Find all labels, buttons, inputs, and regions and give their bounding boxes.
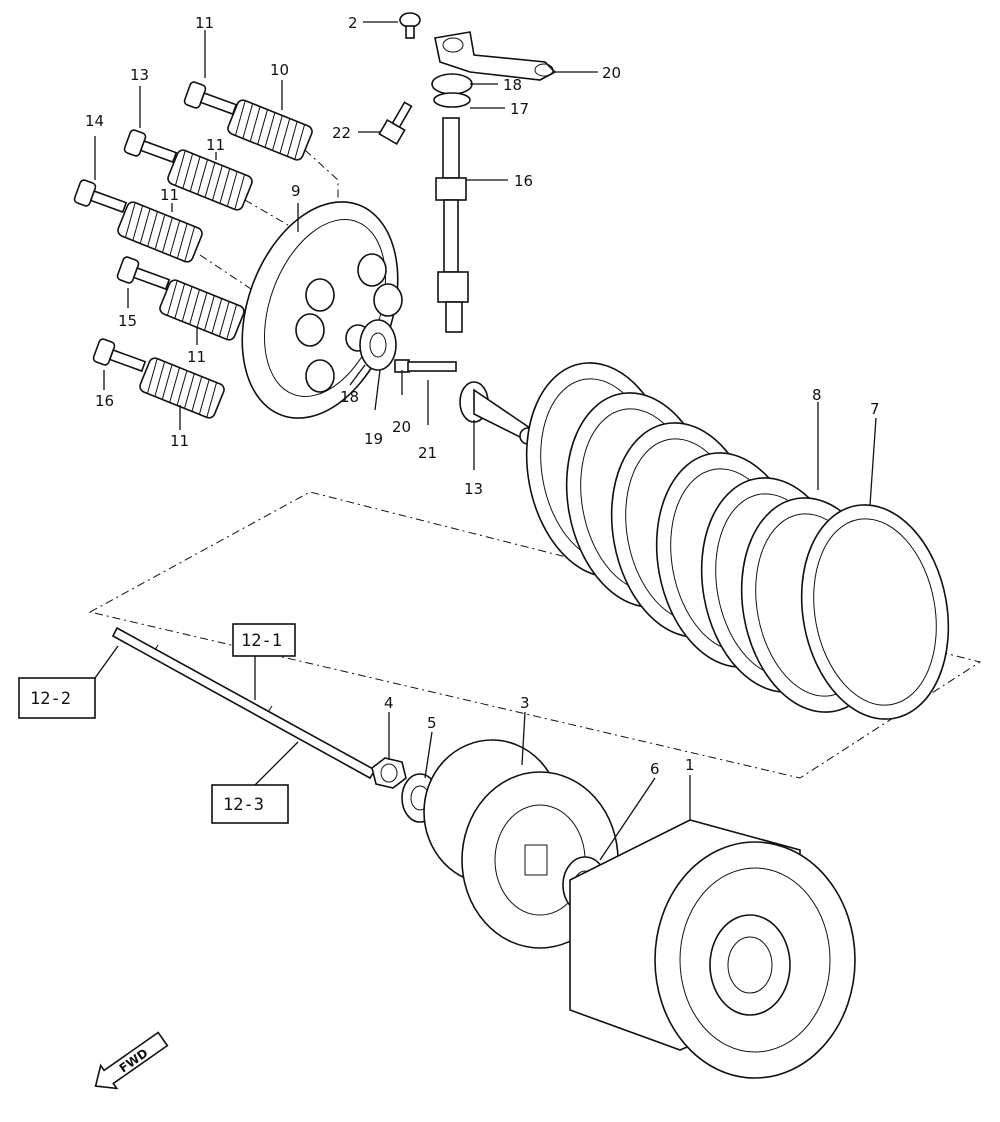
push-piece — [459, 381, 537, 445]
callout-4: 4 — [384, 694, 394, 712]
svg-text:12-3: 12-3 — [223, 795, 264, 815]
callout-10-fourth: 11 — [187, 348, 206, 366]
callout-13: 13 — [464, 480, 483, 498]
bolt-5 — [92, 338, 147, 373]
screw-2 — [399, 12, 421, 39]
bolt-2 — [123, 129, 178, 164]
clutch-outer — [569, 819, 856, 1079]
callout-15: 17 — [510, 100, 529, 118]
callout-11-fourth: 15 — [118, 312, 137, 330]
callout-19: 21 — [418, 444, 437, 462]
callout-16: 18 — [340, 388, 359, 406]
callout-labels: 11 13 14 15 16 10 11 11 11 11 9 2 20 18 … — [85, 14, 880, 778]
spring-2 — [167, 149, 253, 211]
callout-11-top: 11 — [195, 14, 214, 32]
boxed-label-12-1: 12-1 — [232, 623, 296, 657]
callout-14: 16 — [514, 172, 533, 190]
callout-11-third: 14 — [85, 112, 104, 130]
clutch-plate-stack — [525, 362, 950, 720]
callout-6: 6 — [650, 760, 660, 778]
callout-11-fifth: 16 — [95, 392, 114, 410]
callout-2: 2 — [348, 14, 358, 32]
spring-3 — [117, 201, 203, 263]
callout-20: 20 — [392, 418, 411, 436]
callout-9: 9 — [291, 182, 301, 200]
svg-text:12-1: 12-1 — [241, 631, 282, 651]
fwd-arrow: FWD — [94, 1031, 169, 1090]
release-bearing — [359, 319, 457, 373]
boxed-label-12-3: 12-3 — [211, 784, 289, 824]
nut-4 — [371, 757, 407, 789]
pressure-plate — [241, 201, 403, 419]
leader-lines — [94, 21, 877, 861]
callout-11-second: 13 — [130, 66, 149, 84]
spring-5 — [139, 357, 225, 419]
assembly-boundary — [88, 491, 982, 779]
bolt-22 — [378, 101, 413, 146]
spring-group — [73, 81, 339, 419]
callout-10-top: 10 — [270, 61, 289, 79]
bolt-3 — [73, 179, 128, 214]
callout-1: 1 — [685, 756, 695, 774]
callout-10-fifth: 11 — [170, 432, 189, 450]
lifter-assembly — [378, 12, 557, 333]
bolt-1 — [183, 81, 238, 116]
callout-22: 22 — [332, 124, 351, 142]
callout-7: 7 — [870, 400, 880, 418]
callout-10-third: 11 — [160, 186, 179, 204]
callout-8: 8 — [812, 386, 822, 404]
callout-3: 3 — [520, 694, 530, 712]
callout-5: 5 — [427, 714, 437, 732]
callout-10-second: 11 — [206, 136, 225, 154]
svg-text:12-2: 12-2 — [30, 689, 71, 709]
boxed-label-12-2: 12-2 — [18, 677, 96, 719]
spring-4 — [159, 279, 245, 341]
callout-18: 18 — [503, 76, 522, 94]
callout-17: 19 — [364, 430, 383, 448]
callout-21: 20 — [602, 64, 621, 82]
bolt-4 — [116, 256, 171, 291]
spring-top — [227, 99, 313, 161]
